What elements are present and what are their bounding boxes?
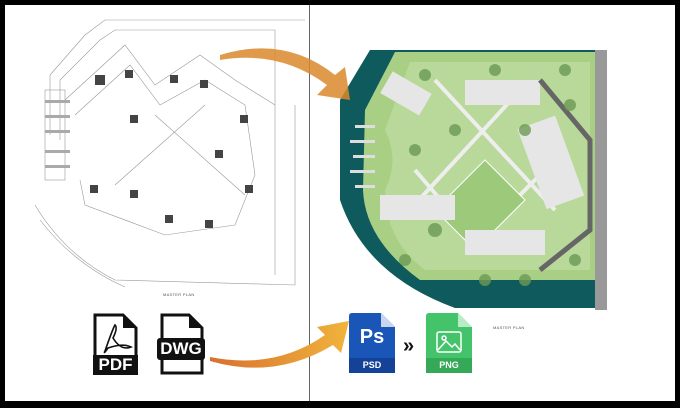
psd-label: PSD [362, 360, 382, 370]
psd-file-icon: Ps PSD [349, 313, 395, 373]
dwg-file-icon: DWG [157, 313, 205, 375]
ps-badge: Ps [359, 326, 385, 348]
divider [309, 5, 310, 401]
bottom-arrow-icon [210, 321, 349, 368]
conversion-arrows [210, 48, 350, 368]
pdf-label: PDF [98, 355, 133, 374]
rendered-color-plan [340, 50, 607, 310]
line-drawing-plan [34, 19, 305, 288]
dwg-label: DWG [160, 339, 202, 358]
png-label: PNG [439, 360, 459, 370]
png-file-icon: PNG [426, 313, 472, 373]
separator-chevrons: » [403, 335, 415, 357]
left-plan-label: MASTER PLAN [163, 292, 195, 297]
canvas: MASTER PLAN MASTER PLAN [5, 5, 675, 401]
right-plan-label: MASTER PLAN [493, 325, 525, 330]
top-arrow-icon [220, 48, 350, 100]
pdf-file-icon: PDF [93, 313, 138, 375]
